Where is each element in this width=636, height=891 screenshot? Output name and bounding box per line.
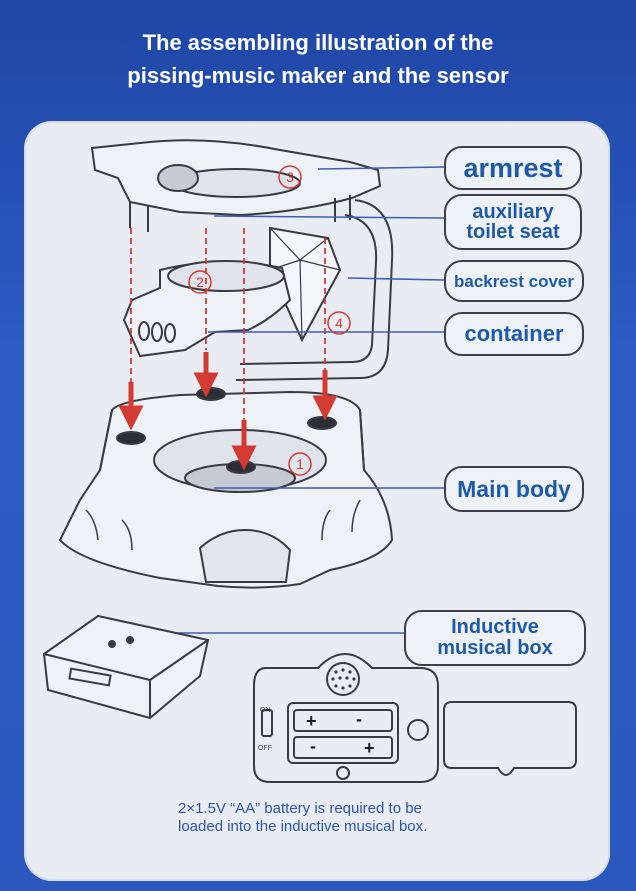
label-aux-line-1: auxiliary (472, 201, 554, 223)
part-number-1-circle (288, 452, 312, 476)
label-backrest-cover: backrest cover (444, 260, 584, 302)
label-main-body-text: Main body (457, 475, 571, 502)
label-backrest-text: backrest cover (453, 271, 575, 291)
battery-2-minus: - (310, 736, 316, 756)
battery-cover-drawing (443, 701, 577, 776)
main-body-drawing (58, 387, 394, 589)
musical-box-drawing (42, 614, 210, 720)
part-number-2: 2 (196, 274, 204, 290)
part-number-4: 4 (335, 315, 343, 331)
label-main-body: Main body (444, 466, 584, 512)
armrest-drawing (90, 139, 382, 232)
label-inductive-musical-box: Inductive musical box (404, 610, 586, 666)
title-line-1: The assembling illustration of the (142, 30, 494, 55)
battery-1-plus: + (306, 711, 317, 731)
backrest-cover-diamond (269, 226, 342, 343)
footnote-line-1: 2×1.5V “AA” battery is required to be (178, 800, 422, 817)
battery-signs: + - - + (306, 709, 375, 758)
container-drawing (122, 260, 292, 358)
leader-lines (130, 166, 445, 634)
switch-label-off: OFF (258, 745, 272, 752)
part-number-3-circle (278, 165, 302, 189)
label-container: container (444, 312, 584, 356)
title-line-2: pissing-music maker and the sensor (127, 63, 509, 88)
part-number-3: 3 (286, 169, 294, 185)
backrest-frame (235, 199, 394, 381)
label-container-text: container (464, 321, 564, 346)
battery-compartment-drawing (253, 653, 439, 783)
assembly-arrows (118, 352, 338, 471)
label-box-line-2: musical box (437, 637, 553, 659)
label-auxiliary-toilet-seat: auxiliary toilet seat (444, 194, 582, 250)
label-box-line-1: Inductive (451, 616, 539, 638)
footnote-line-2: loaded into the inductive musical box. (178, 818, 428, 835)
part-number-1: 1 (296, 456, 304, 472)
part-number-2-circle (188, 270, 212, 294)
battery-2-plus: + (364, 738, 375, 758)
assembly-guide-lines (130, 228, 326, 420)
part-number-4-circle (327, 311, 351, 335)
label-armrest-text: armrest (463, 152, 563, 183)
battery-1-minus: - (356, 709, 362, 729)
battery-footnote: 2×1.5V “AA” battery is required to be lo… (178, 800, 518, 836)
switch-label-on: ON (260, 707, 271, 714)
label-armrest: armrest (444, 146, 582, 190)
page-title: The assembling illustration of the pissi… (0, 26, 636, 92)
label-aux-line-2: toilet seat (466, 221, 560, 243)
part-number-markers (188, 165, 351, 476)
speaker-grille (331, 668, 356, 690)
